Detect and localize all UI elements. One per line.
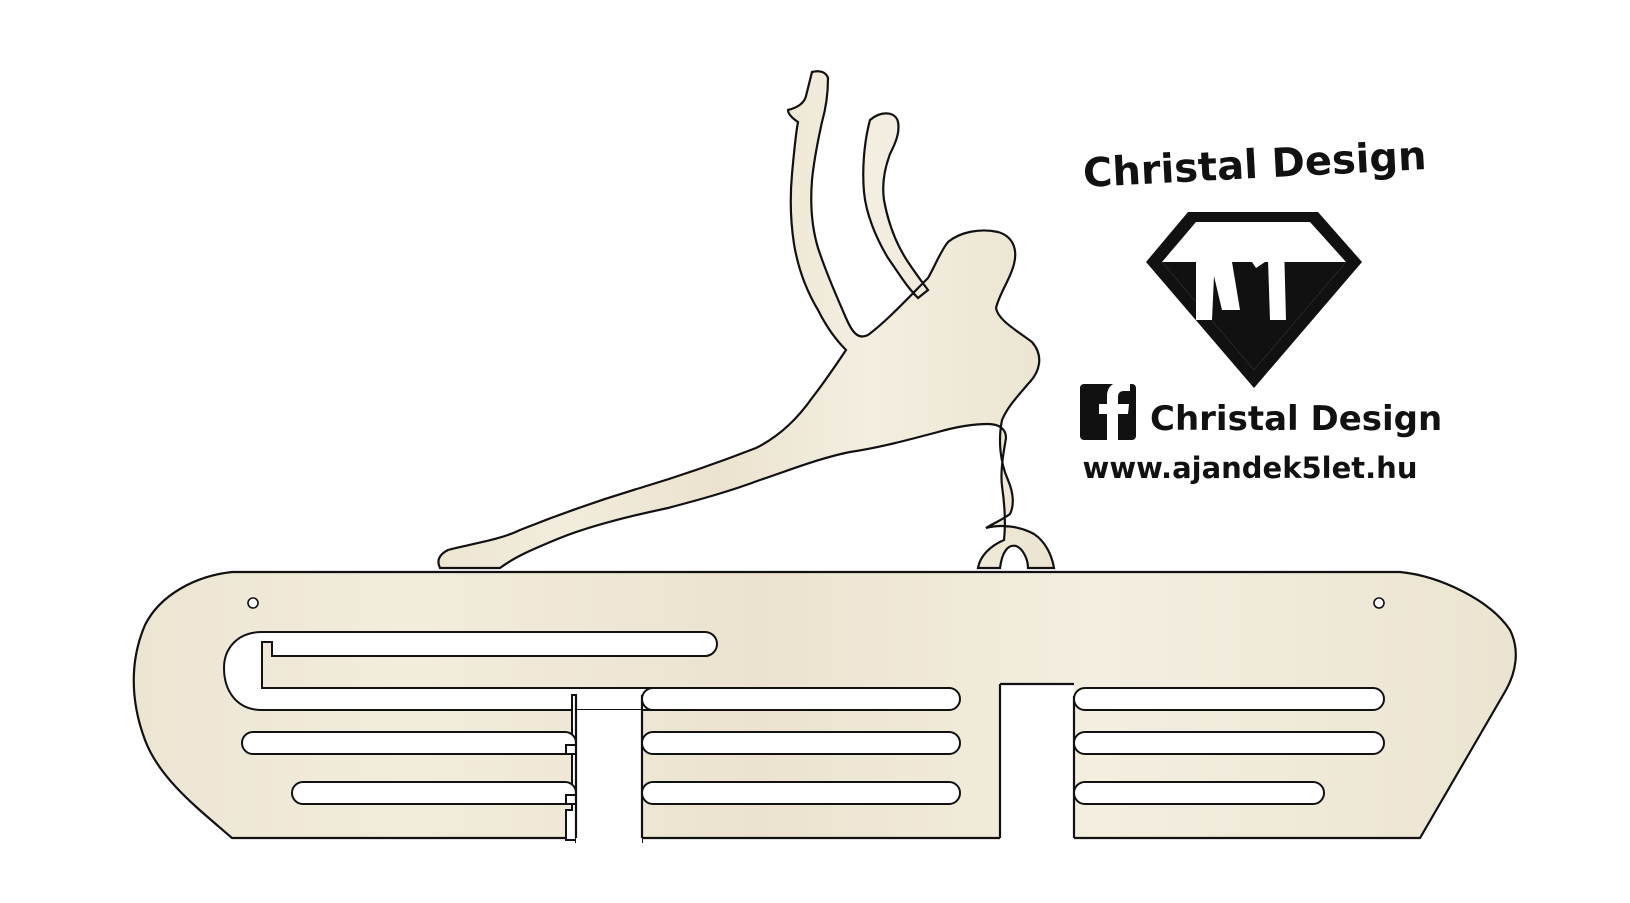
middle-slot-row1 — [641, 687, 961, 711]
right-slot-row3 — [1073, 781, 1325, 805]
gap-left-fill — [576, 710, 642, 845]
right-slot-row2 — [1073, 731, 1385, 755]
right-slot-row1 — [1073, 687, 1385, 711]
gap-right-fill — [1000, 684, 1074, 845]
facebook-page-name: Christal Design — [1150, 399, 1442, 439]
left-slot-row3 — [291, 781, 577, 805]
website-url: www.ajandek5let.hu — [1083, 451, 1418, 485]
hanging-hole-left — [247, 597, 259, 609]
left-slot-row2 — [241, 731, 577, 755]
gymnast-silhouette — [437, 70, 1056, 570]
facebook-icon — [1080, 382, 1136, 440]
diamond-logo-icon — [1146, 212, 1362, 388]
left-slot-row3-hook — [565, 794, 577, 805]
middle-slot-row3 — [641, 781, 961, 805]
brand-title: Christal Design — [1082, 133, 1428, 197]
gap-left-edges — [574, 695, 644, 838]
hanging-hole-right — [1373, 597, 1385, 609]
middle-slot-row2 — [641, 731, 961, 755]
gap-right-edges — [998, 682, 1076, 838]
left-slot-row2-hook — [565, 744, 577, 755]
